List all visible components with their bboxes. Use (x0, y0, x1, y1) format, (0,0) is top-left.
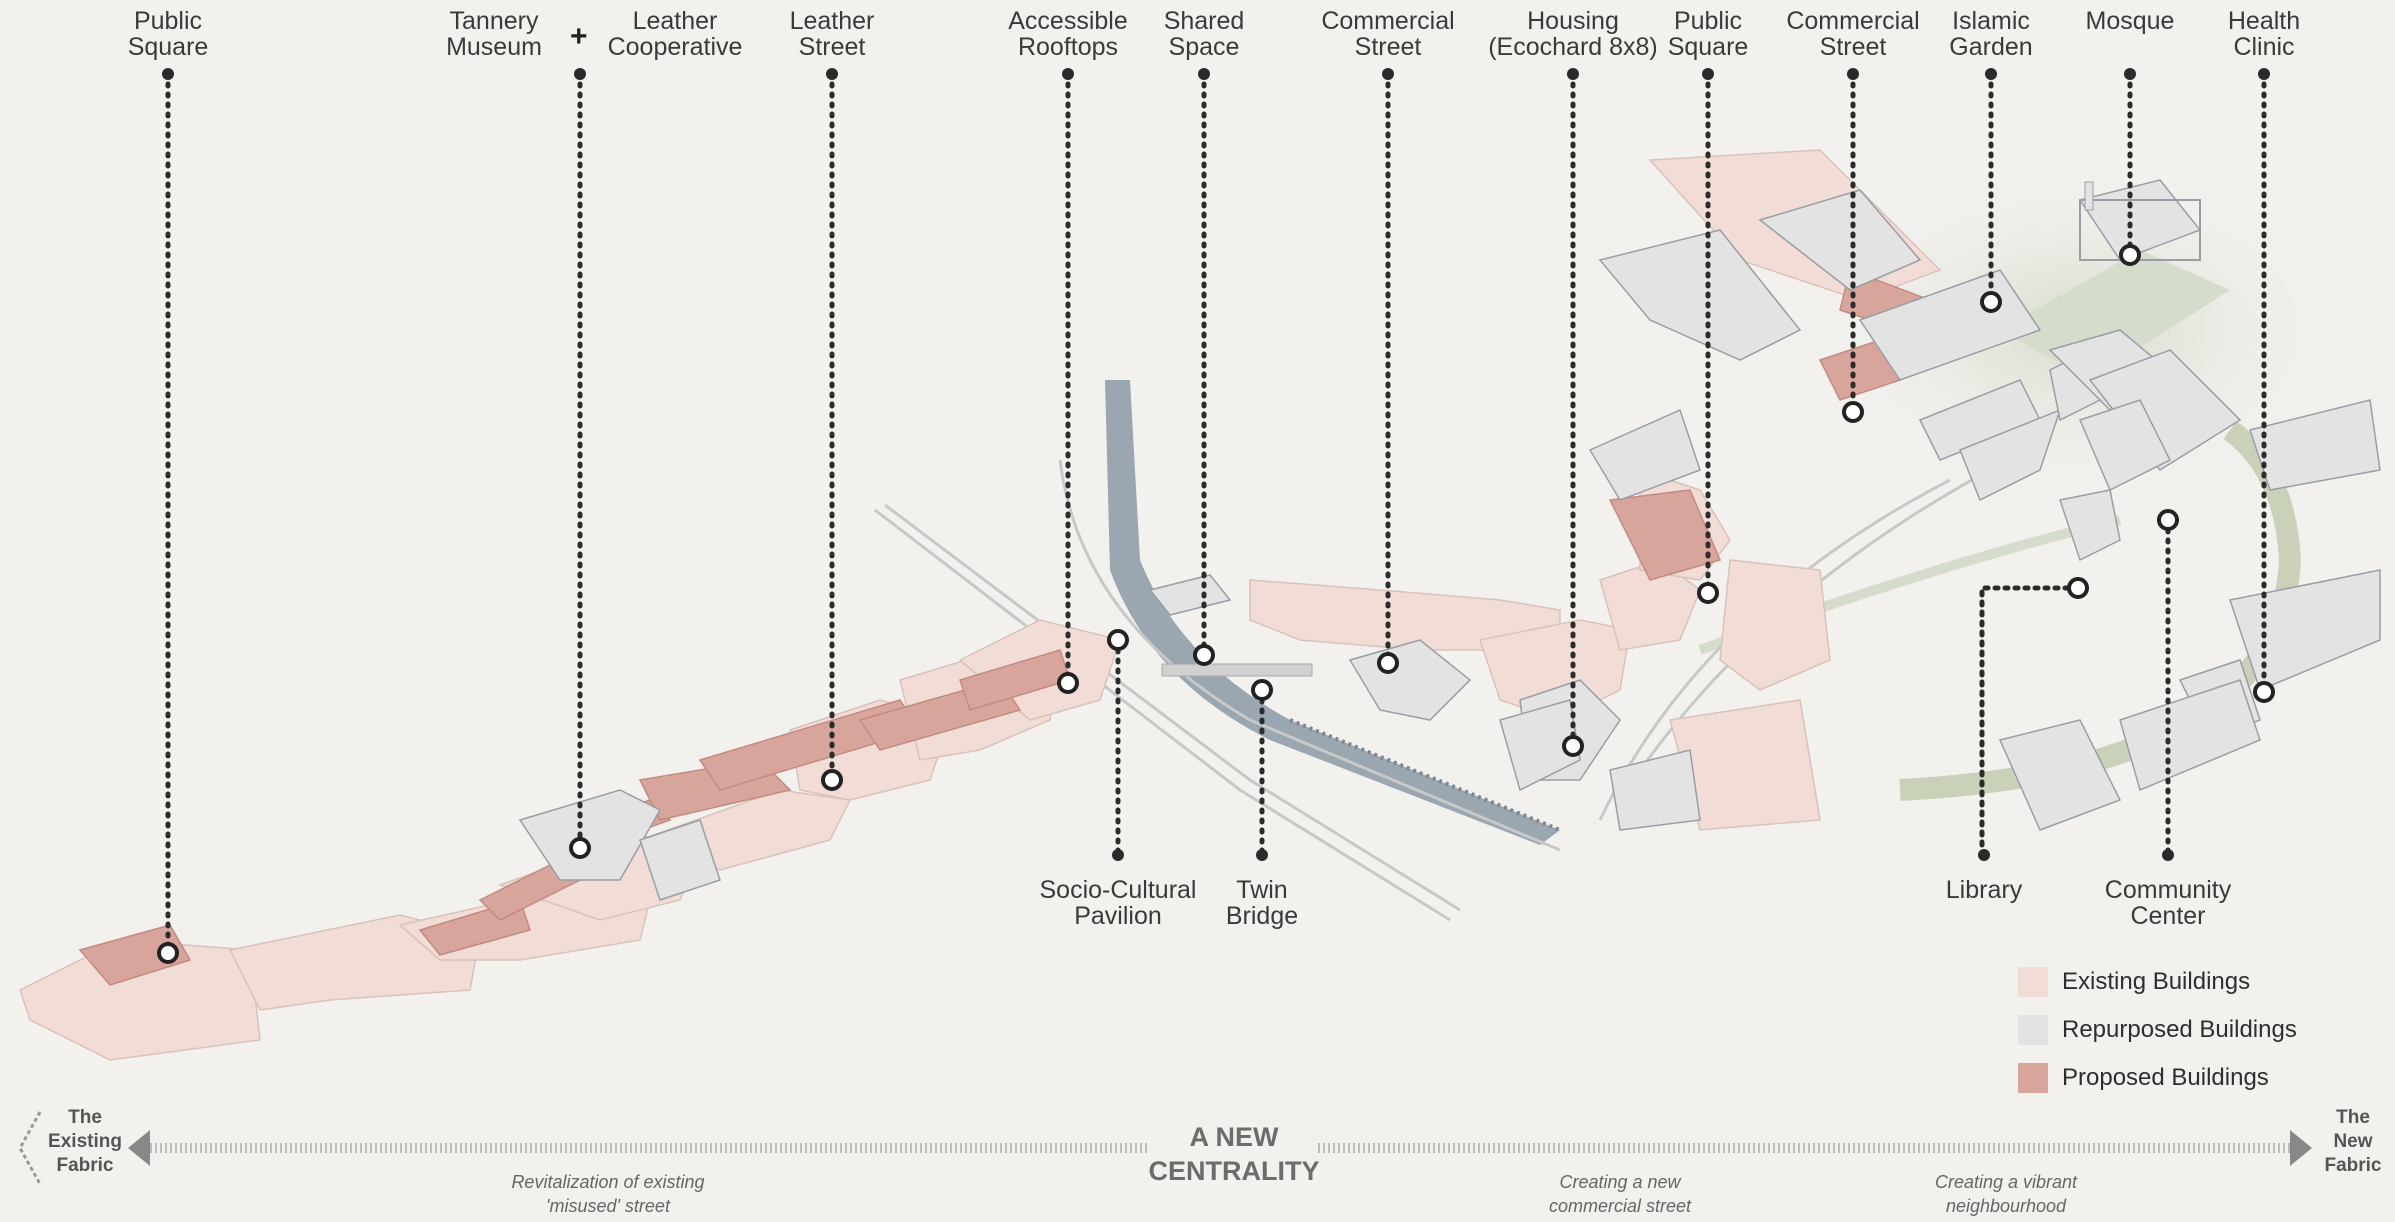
river (1105, 380, 1560, 845)
legend-swatch-proposed (2018, 1063, 2048, 1093)
twin-bridge-label: Twin Bridge (1225, 876, 1299, 930)
shared-space-dot (1198, 68, 1210, 80)
twin-bridge-dot (1256, 849, 1268, 861)
commercial-street-2-marker (1842, 401, 1864, 423)
accessible-rooftops-marker (1057, 672, 1079, 694)
commercial-street-1-label: Commercial Street (1321, 7, 1455, 61)
leather-street-dot (826, 68, 838, 80)
legend-swatch-existing (2018, 967, 2048, 997)
timeline-right-label: The New Fabric (2324, 1107, 2382, 1176)
commercial-street-1-marker (1377, 652, 1399, 674)
shared-space-marker (1193, 644, 1215, 666)
tannery-museum-dot (574, 68, 586, 80)
leather-street-marker (821, 769, 843, 791)
mosque-label: Mosque (2085, 7, 2175, 35)
library-label: Library (1945, 876, 2023, 904)
legend-label: Repurposed Buildings (2062, 1016, 2297, 1043)
mosque-marker (2119, 244, 2141, 266)
tannery-museum-label: Tannery Museum (446, 7, 542, 61)
leather-cooperative-label: Leather Cooperative (607, 7, 743, 61)
timeline-note-3: Creating a vibrant neighbourhood (1934, 1172, 2078, 1216)
accessible-rooftops-label: Accessible Rooftops (1008, 7, 1128, 61)
library-marker (2067, 577, 2089, 599)
twin-bridge-deck (1161, 663, 1313, 677)
timeline-left-label: The Existing Fabric (48, 1107, 122, 1176)
mosque-dot (2124, 68, 2136, 80)
islamic-garden-marker (1980, 291, 2002, 313)
islamic-garden-dot (1985, 68, 1997, 80)
public-square-1-label: Public Square (127, 7, 209, 61)
socio-cultural-pavilion-label: Socio-Cultural Pavilion (1039, 876, 1197, 930)
timeline-note-1: Revitalization of existing 'misused' str… (511, 1172, 705, 1216)
tannery-museum-marker (569, 837, 591, 859)
legend-item-existing: Existing Buildings (2018, 958, 2297, 1006)
twin-bridge-marker (1251, 679, 1273, 701)
housing-dot (1567, 68, 1579, 80)
health-clinic-dot (2258, 68, 2270, 80)
timeline-center-title: A NEW CENTRALITY (1148, 1122, 1320, 1186)
community-center-label: Community Center (2104, 876, 2232, 930)
leather-street-label: Leather Street (789, 7, 875, 61)
legend-label: Existing Buildings (2062, 968, 2251, 995)
socio-cultural-pavilion-dot (1112, 849, 1124, 861)
library-connector (1979, 585, 2081, 858)
minaret (2084, 181, 2094, 211)
housing-marker (1562, 735, 1584, 757)
public-square-2-marker (1697, 582, 1719, 604)
existing-fabric-chevron (18, 1111, 42, 1185)
public-square-2-dot (1702, 68, 1714, 80)
socio-cultural-pavilion-marker (1107, 629, 1129, 651)
legend-item-proposed: Proposed Buildings (2018, 1054, 2297, 1102)
public-square-2-label: Public Square (1667, 7, 1749, 61)
shared-space-label: Shared Space (1163, 7, 1245, 61)
accessible-rooftops-dot (1062, 68, 1074, 80)
timeline (18, 1111, 2312, 1185)
islamic-garden-label: Islamic Garden (1949, 7, 2033, 61)
timeline-arrow-right (2290, 1130, 2312, 1166)
legend-item-repurposed: Repurposed Buildings (2018, 1006, 2297, 1054)
legend: Existing Buildings Repurposed Buildings … (2018, 958, 2297, 1102)
community-center-dot (2162, 849, 2174, 861)
public-square-1-dot (162, 68, 174, 80)
mosque-outline (2079, 199, 2201, 261)
timeline-arrow-left (128, 1130, 150, 1166)
legend-swatch-repurposed (2018, 1015, 2048, 1045)
callout-leaders (157, 68, 2275, 964)
plus-marker: + (570, 20, 588, 53)
public-square-1-marker (157, 942, 179, 964)
health-clinic-marker (2253, 681, 2275, 703)
commercial-street-2-label: Commercial Street (1786, 7, 1920, 61)
community-center-marker (2157, 509, 2179, 531)
housing-label: Housing (Ecochard 8x8) (1488, 7, 1658, 61)
commercial-street-1-dot (1382, 68, 1394, 80)
library-dot (1978, 849, 1990, 861)
legend-label: Proposed Buildings (2062, 1064, 2269, 1091)
health-clinic-label: Health Clinic (2227, 7, 2301, 61)
commercial-street-2-dot (1847, 68, 1859, 80)
timeline-note-2: Creating a new commercial street (1548, 1172, 1692, 1216)
